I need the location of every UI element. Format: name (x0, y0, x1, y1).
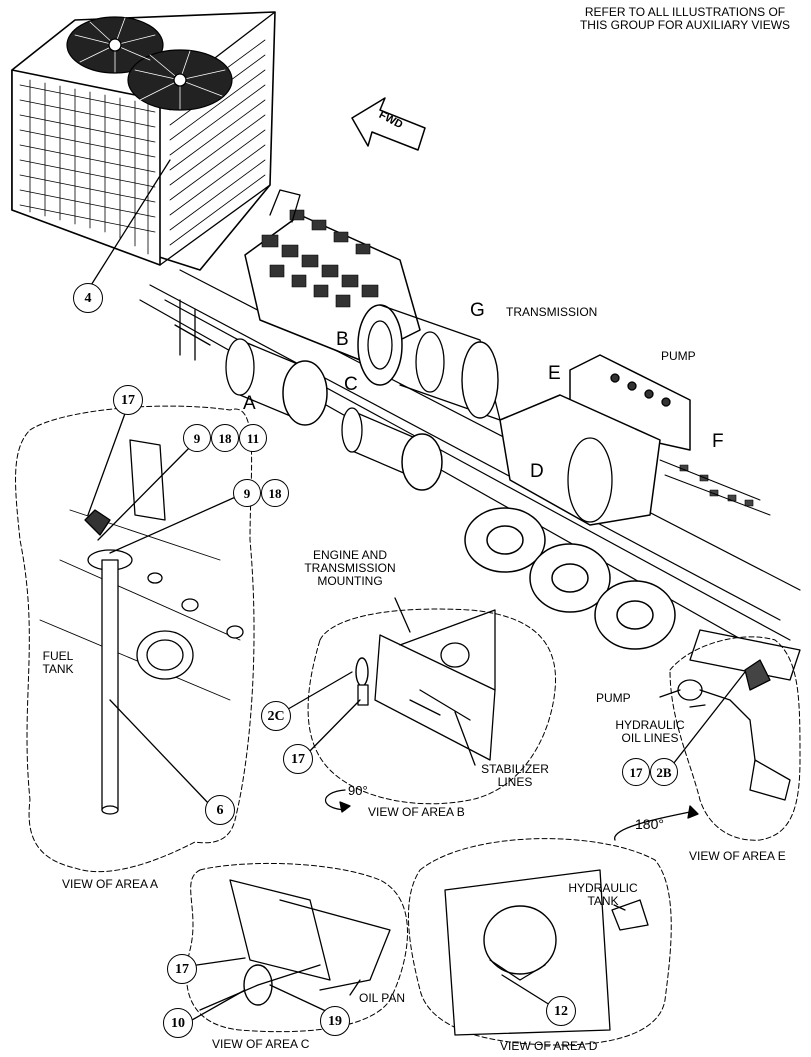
label-hydraulic-tank-line-1: HYDRAULIC (568, 881, 638, 895)
forward-arrow-icon (351, 97, 426, 151)
label-fuel-tank-line-1: FUEL (42, 649, 74, 663)
label-stabilizer-line-2: LINES (497, 775, 533, 789)
label-hydraulic-tank: HYDRAULIC TANK (568, 882, 638, 908)
view-title-area-d: VIEW OF AREA D (500, 1039, 598, 1053)
reference-note-line-1: REFER TO ALL ILLUSTRATIONS OF (584, 5, 786, 19)
callout-18-a: 18 (211, 424, 239, 452)
pump-unit (499, 354, 691, 526)
callout-9-b: 9 (233, 479, 261, 507)
label-engine-mounting: ENGINE AND TRANSMISSION MOUNTING (290, 549, 410, 588)
callout-2c: 2C (261, 701, 291, 731)
leader-line-4 (87, 159, 171, 291)
label-hydraulic-oil-lines-line-2: OIL LINES (621, 731, 679, 745)
view-area-a-detail (15, 405, 255, 873)
area-letter-b: B (336, 329, 349, 350)
callout-17-area-a: 17 (113, 385, 143, 415)
label-transmission: TRANSMISSION (506, 305, 598, 319)
rotation-label-b: 90° (348, 783, 368, 798)
label-stabilizer-lines: STABILIZER LINES (470, 763, 560, 789)
callout-9-a: 9 (183, 424, 211, 452)
chassis-frame (139, 269, 801, 681)
callout-4: 4 (73, 283, 103, 313)
label-engine-mounting-line-3: MOUNTING (317, 574, 383, 588)
callout-6: 6 (205, 795, 235, 825)
callout-17-area-c: 17 (167, 954, 197, 984)
view-title-area-c: VIEW OF AREA C (212, 1037, 310, 1051)
label-pump-main: PUMP (661, 349, 696, 363)
label-fuel-tank: FUEL TANK (28, 650, 88, 676)
fuel-tank-left (225, 338, 328, 426)
callout-19: 19 (320, 1006, 350, 1036)
label-hydraulic-oil-lines: HYDRAULIC OIL LINES (600, 719, 700, 745)
label-hydraulic-oil-lines-line-1: HYDRAULIC (615, 718, 685, 732)
callout-18-b: 18 (261, 479, 289, 507)
view-title-area-e: VIEW OF AREA E (689, 849, 786, 863)
view-area-d-detail (407, 838, 672, 1046)
reference-note-line-2: THIS GROUP FOR AUXILIARY VIEWS (579, 18, 791, 32)
label-engine-mounting-line-1: ENGINE AND (312, 548, 387, 562)
area-letter-g: G (470, 300, 485, 321)
view-area-b-detail (282, 597, 557, 813)
area-letter-a: A (243, 393, 256, 414)
reference-note: REFER TO ALL ILLUSTRATIONS OF THIS GROUP… (565, 6, 805, 32)
rotation-label-e: 180° (635, 816, 664, 832)
area-letter-c: C (344, 374, 358, 395)
callout-12: 12 (546, 996, 576, 1026)
area-letter-e: E (548, 363, 561, 384)
label-engine-mounting-line-2: TRANSMISSION (304, 561, 396, 575)
area-letter-d: D (530, 461, 544, 482)
label-pump-detail: PUMP (596, 691, 631, 705)
label-hydraulic-tank-line-2: TANK (587, 894, 619, 908)
callout-10: 10 (163, 1008, 193, 1038)
radiator-assembly (11, 11, 276, 271)
view-area-e-detail (614, 636, 801, 841)
view-title-area-b: VIEW OF AREA B (368, 805, 465, 819)
label-stabilizer-line-1: STABILIZER (481, 762, 549, 776)
view-area-c-detail (186, 862, 408, 1033)
hydraulic-fittings (679, 464, 754, 507)
label-oil-pan: OIL PAN (359, 991, 406, 1005)
callout-2b: 2B (650, 758, 678, 786)
callout-11: 11 (239, 424, 267, 452)
label-fuel-tank-line-2: TANK (42, 662, 74, 676)
view-title-area-a: VIEW OF AREA A (62, 877, 159, 891)
area-letter-f: F (712, 431, 724, 452)
callout-17-area-b: 17 (283, 744, 313, 774)
fuel-tank-right (341, 407, 443, 491)
transmission-unit (357, 304, 501, 421)
trailer-wheels (464, 507, 676, 650)
callout-17-area-e: 17 (622, 758, 650, 786)
